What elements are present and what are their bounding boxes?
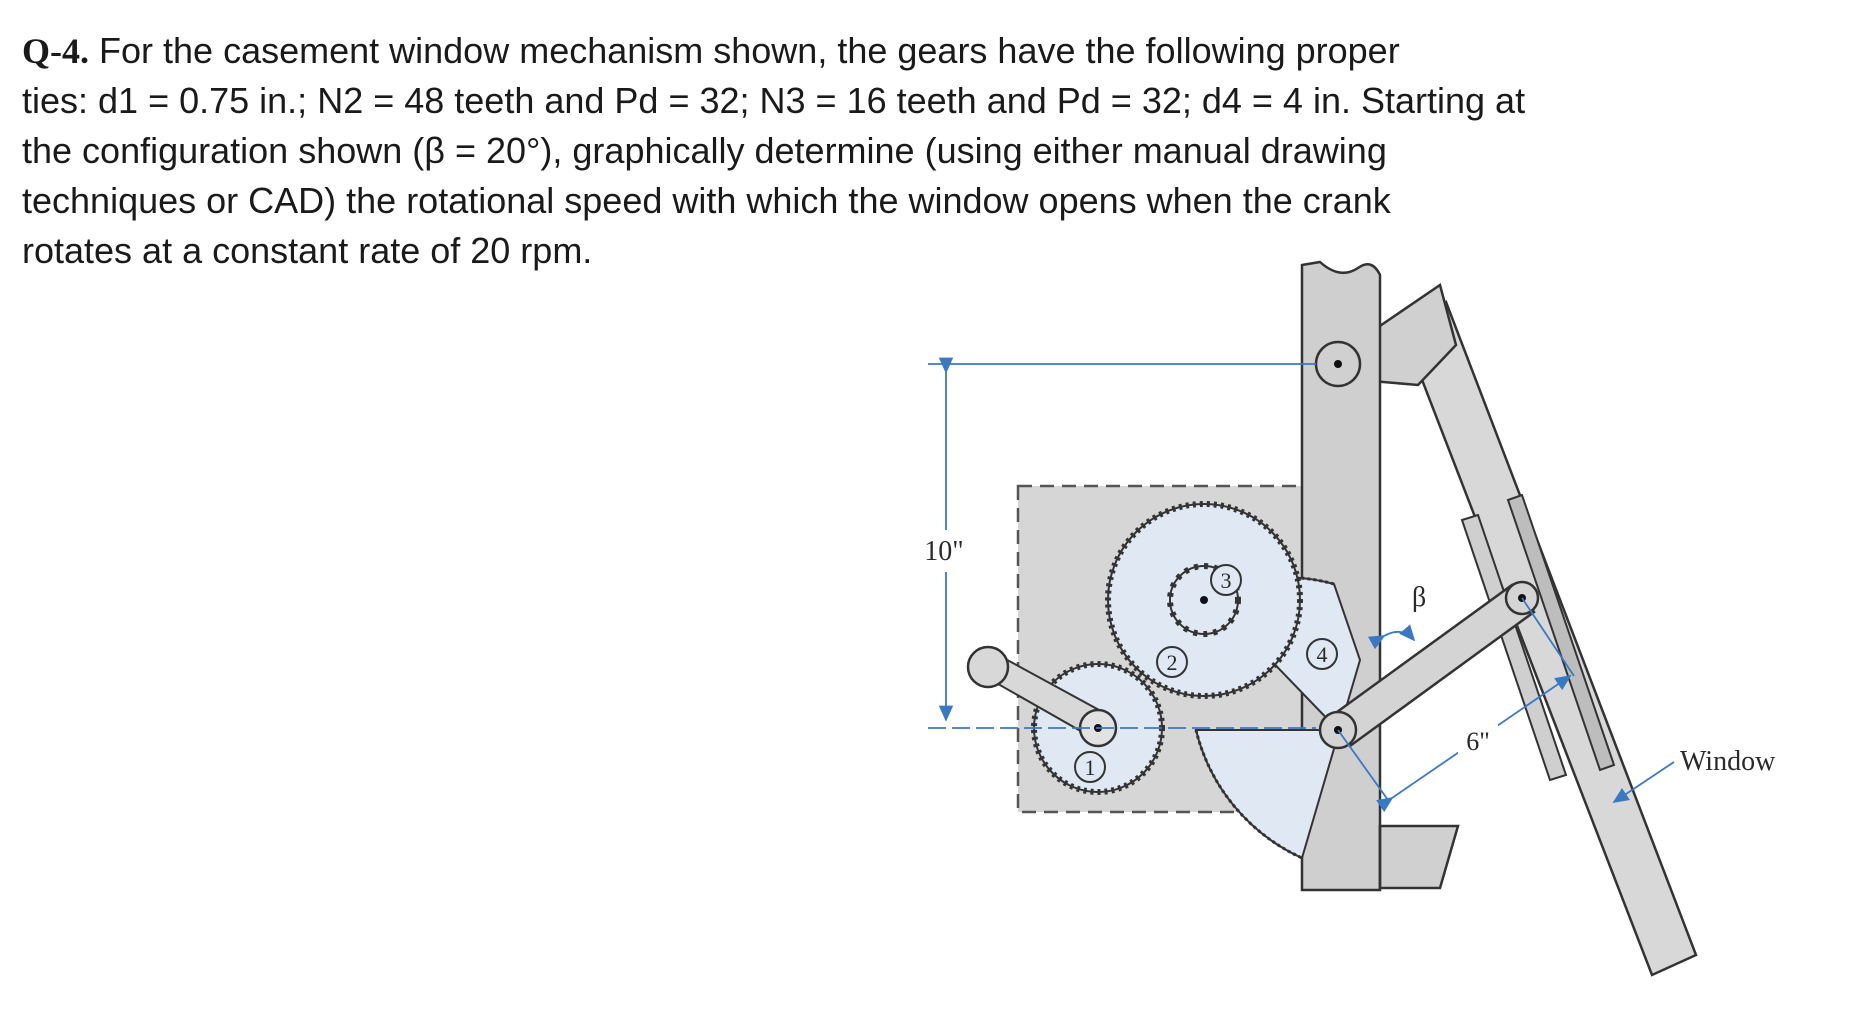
question-line-5: rotates at a constant rate of 20 rpm. xyxy=(22,230,593,271)
question-number: Q-4. xyxy=(22,31,89,71)
gear-label-3: 3 xyxy=(1210,564,1242,596)
svg-text:10": 10" xyxy=(924,536,963,567)
svg-text:4: 4 xyxy=(1317,642,1328,667)
question-line-1: For the casement window mechanism shown,… xyxy=(99,30,1400,71)
gear-label-2: 2 xyxy=(1156,646,1188,678)
crank-handle xyxy=(966,645,1118,748)
svg-text:6": 6" xyxy=(1466,727,1490,756)
dimension-6in: 6" xyxy=(1337,597,1575,813)
hinge-pivot-dot xyxy=(1334,360,1342,368)
svg-text:3: 3 xyxy=(1221,568,1232,593)
gear-label-4: 4 xyxy=(1306,638,1338,670)
beta-angle: β xyxy=(1367,582,1426,650)
question-line-4: techniques or CAD) the rotational speed … xyxy=(22,180,1391,221)
question-line-2: ties: d1 = 0.75 in.; N2 = 48 teeth and P… xyxy=(22,80,1526,121)
svg-text:1: 1 xyxy=(1085,755,1096,780)
question-text: Q-4. For the casement window mechanism s… xyxy=(22,26,1662,276)
window-label: Window xyxy=(1612,746,1776,803)
svg-text:β: β xyxy=(1412,582,1426,613)
dimension-10in: 10" xyxy=(918,357,1316,729)
svg-text:Window: Window xyxy=(1680,746,1776,777)
question-line-3: the configuration shown (β = 20°), graph… xyxy=(22,130,1387,171)
svg-text:2: 2 xyxy=(1167,650,1178,675)
gear-label-1: 1 xyxy=(1074,751,1106,783)
